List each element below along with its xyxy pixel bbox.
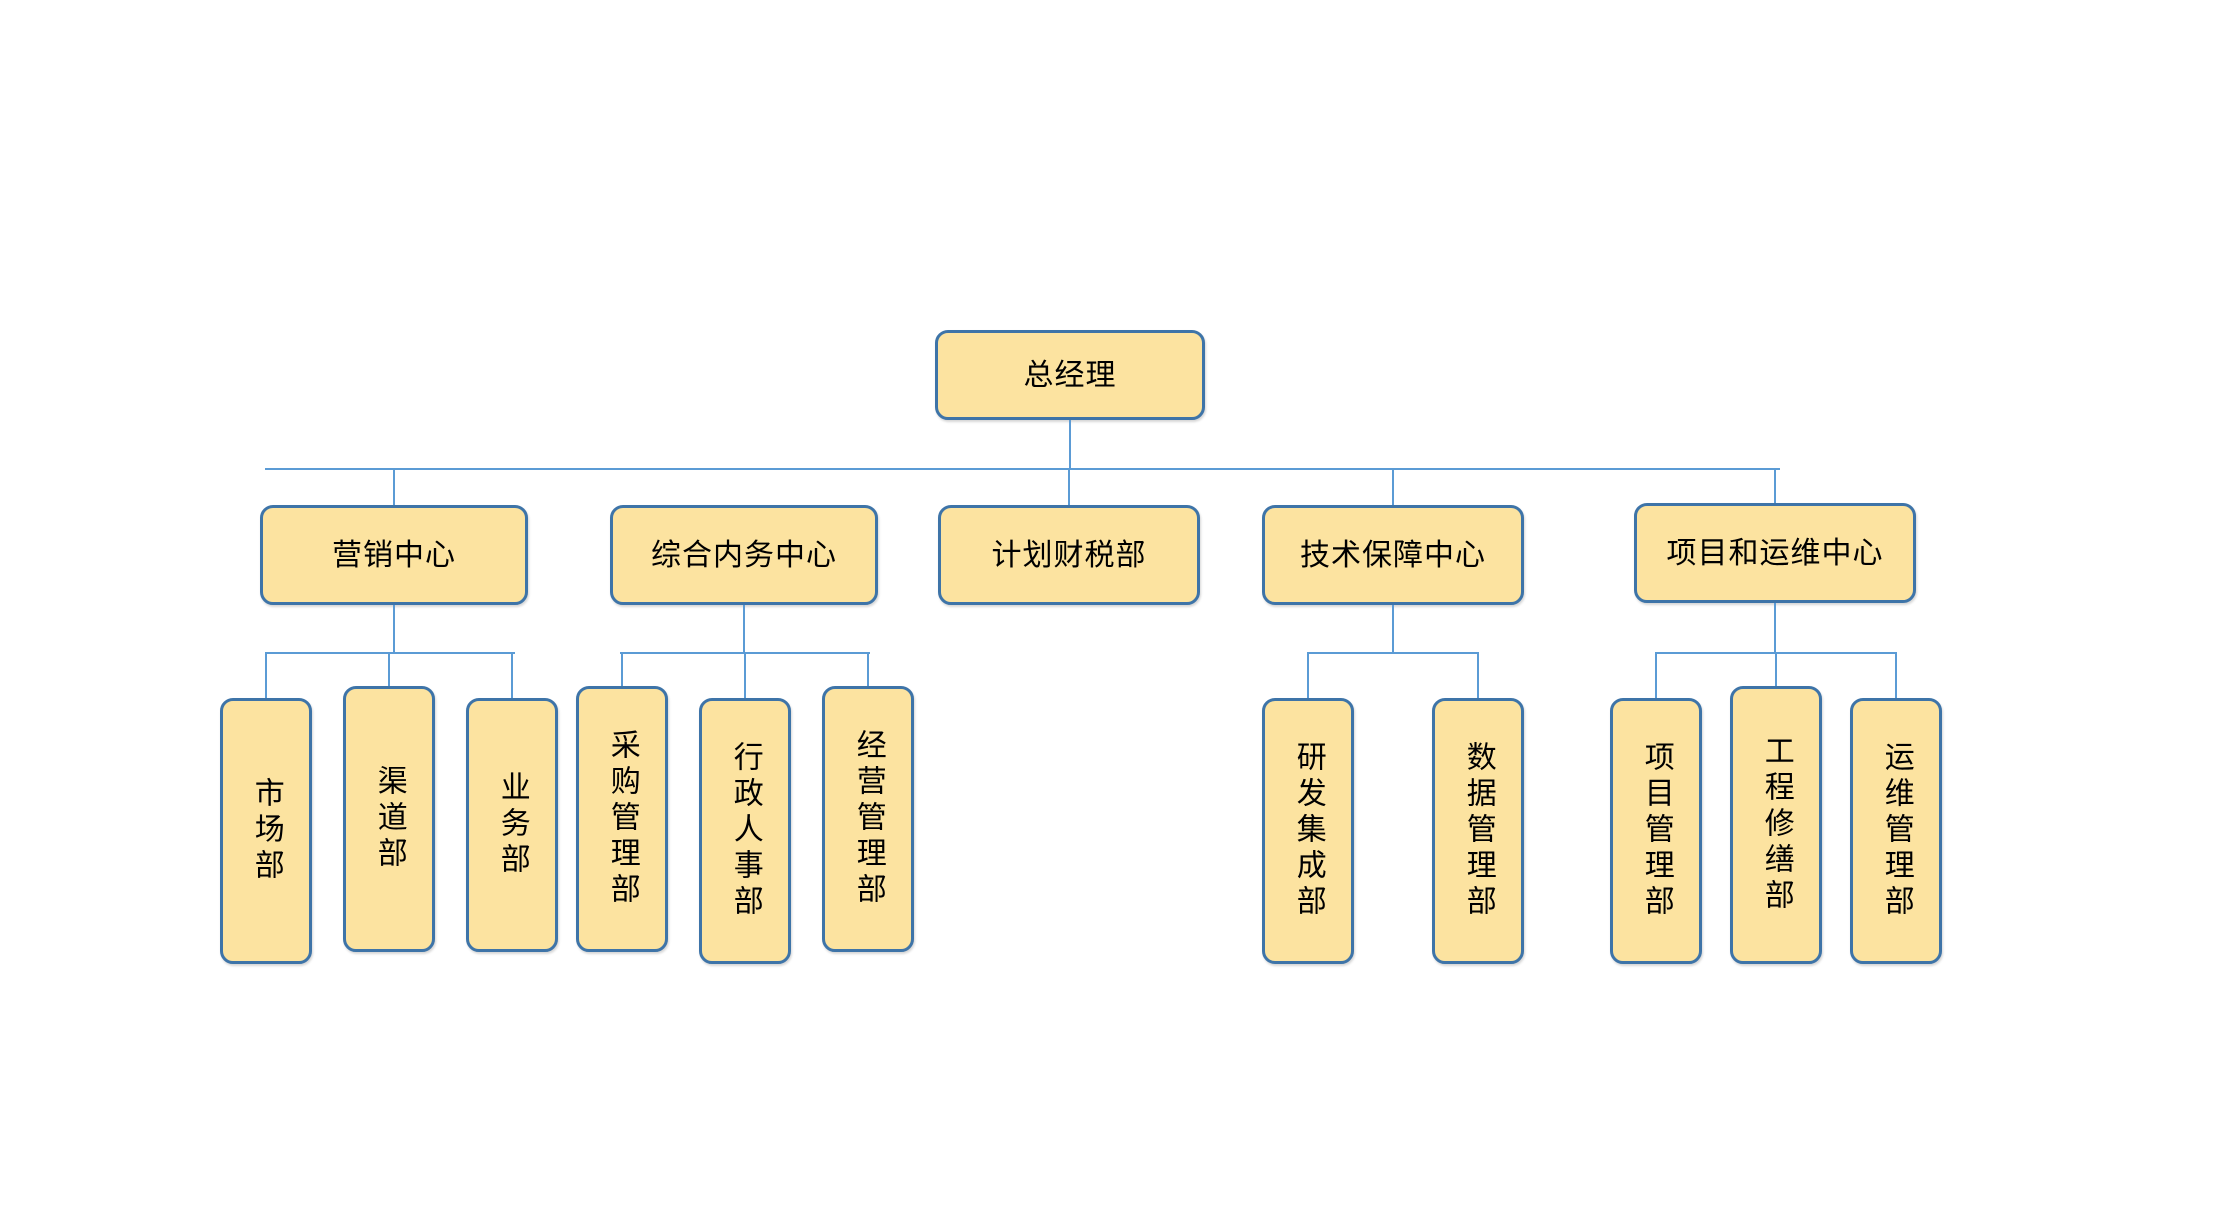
- connector-division-drop-3: [1392, 468, 1394, 505]
- node-division-0[interactable]: 营销中心: [260, 505, 528, 605]
- connector-leaf-drop-4-2: [1895, 652, 1897, 698]
- node-label: 业务部: [495, 771, 529, 879]
- node-label: 运维管理部: [1879, 741, 1913, 921]
- node-label: 工程修缮部: [1759, 735, 1793, 915]
- connector-leaf-drop-1-1: [744, 652, 746, 698]
- node-department-0-0[interactable]: 市场部: [220, 698, 312, 964]
- connector-leaf-drop-3-1: [1477, 652, 1479, 698]
- node-label: 计划财税部: [991, 538, 1147, 572]
- connector-division-stem-3: [1392, 605, 1394, 652]
- node-label: 总经理: [1023, 358, 1117, 392]
- connector-leaf-drop-4-1: [1775, 652, 1777, 686]
- connector-child-bus-3: [1308, 652, 1478, 654]
- node-department-4-2[interactable]: 运维管理部: [1850, 698, 1942, 964]
- connector-root-stem: [1069, 420, 1071, 468]
- connector-leaf-drop-3-0: [1307, 652, 1309, 698]
- node-department-4-1[interactable]: 工程修缮部: [1730, 686, 1822, 964]
- node-department-3-1[interactable]: 数据管理部: [1432, 698, 1524, 964]
- node-division-1[interactable]: 综合内务中心: [610, 505, 878, 605]
- node-label: 营销中心: [332, 538, 456, 572]
- connector-division-stem-1: [743, 605, 745, 652]
- node-division-3[interactable]: 技术保障中心: [1262, 505, 1524, 605]
- connector-leaf-drop-1-2: [867, 652, 869, 686]
- node-department-0-2[interactable]: 业务部: [466, 698, 558, 952]
- connector-leaf-drop-4-0: [1655, 652, 1657, 698]
- node-division-2[interactable]: 计划财税部: [938, 505, 1200, 605]
- node-label: 项目管理部: [1639, 741, 1673, 921]
- node-department-1-2[interactable]: 经营管理部: [822, 686, 914, 952]
- connector-division-drop-2: [1068, 468, 1070, 505]
- connector-division-drop-4: [1774, 468, 1776, 503]
- node-label: 渠道部: [372, 765, 406, 873]
- connector-division-stem-0: [393, 605, 395, 652]
- node-label: 数据管理部: [1461, 741, 1495, 921]
- node-label: 项目和运维中心: [1666, 536, 1884, 570]
- node-label: 市场部: [249, 777, 283, 885]
- connector-leaf-drop-0-0: [265, 652, 267, 698]
- connector-division-drop-0: [393, 468, 395, 505]
- node-department-1-0[interactable]: 采购管理部: [576, 686, 668, 952]
- node-department-4-0[interactable]: 项目管理部: [1610, 698, 1702, 964]
- node-label: 行政人事部: [728, 741, 762, 921]
- node-department-1-1[interactable]: 行政人事部: [699, 698, 791, 964]
- node-department-3-0[interactable]: 研发集成部: [1262, 698, 1354, 964]
- node-label: 经营管理部: [851, 729, 885, 909]
- connector-leaf-drop-1-0: [621, 652, 623, 686]
- node-label: 采购管理部: [605, 729, 639, 909]
- connector-child-bus-0: [265, 652, 515, 654]
- node-department-0-1[interactable]: 渠道部: [343, 686, 435, 952]
- node-label: 技术保障中心: [1300, 538, 1486, 572]
- node-label: 综合内务中心: [651, 538, 837, 572]
- connector-leaf-drop-0-1: [388, 652, 390, 686]
- connector-division-stem-4: [1774, 603, 1776, 652]
- connector-leaf-drop-0-2: [511, 652, 513, 698]
- node-root-general-manager[interactable]: 总经理: [935, 330, 1205, 420]
- node-division-4[interactable]: 项目和运维中心: [1634, 503, 1916, 603]
- node-label: 研发集成部: [1291, 741, 1325, 921]
- connector-level2-bus: [265, 468, 1780, 470]
